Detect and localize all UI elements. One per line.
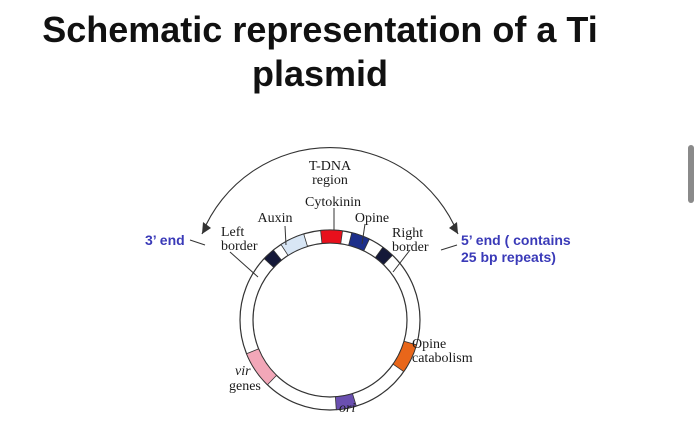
left-border-pointer [229,251,259,278]
auxin-pointer [284,225,287,246]
opine-segment [348,232,370,252]
five-end-pointer [440,244,458,251]
right-border-label: Right [392,226,423,241]
plasmid-ring-inner [252,242,408,398]
left-border-segment [263,249,283,269]
ori-segment [334,393,357,411]
auxin-segment [280,233,308,256]
tdna-arc-right-arrowhead [449,222,458,234]
right-border-segment [374,246,394,266]
opine-catabolism-label: Opine [412,337,446,352]
tdna-label: T-DNA [309,159,352,174]
title-line-2: plasmid [251,53,389,94]
ori-label: ori [339,401,355,416]
opine-catabolism-segment [392,340,418,373]
right-border-label-2: border [392,240,429,255]
five-end-label-2: 25 bp repeats) [461,249,556,265]
cytokinin-segment [320,229,343,245]
right-border-pointer [392,249,411,273]
page-title: Schematic representation of a Ti plasmid [0,8,640,96]
three-end-label: 3’ end [145,232,185,248]
three-end-pointer [189,239,206,246]
cytokinin-label: Cytokinin [305,195,361,210]
left-border-label-2: border [221,239,258,254]
five-end-label: 5’ end ( contains [461,232,571,248]
title-line-1: Schematic representation of a Ti [42,9,598,50]
opine-catabolism-label-2: catabolism [412,351,473,366]
plasmid-segments [246,229,418,411]
opine-label: Opine [355,211,389,226]
scrollbar[interactable] [688,145,694,203]
vir-genes-label-2: genes [229,379,261,394]
vir-genes-label: vir [235,364,251,379]
tdna-arc [201,147,459,235]
tdna-arc-left-arrowhead [202,222,211,234]
opine-pointer [361,223,366,245]
tdna-region-label: region [312,173,348,188]
auxin-label: Auxin [258,211,293,226]
left-border-label: Left [221,225,244,240]
vir-genes-segment [246,348,278,386]
